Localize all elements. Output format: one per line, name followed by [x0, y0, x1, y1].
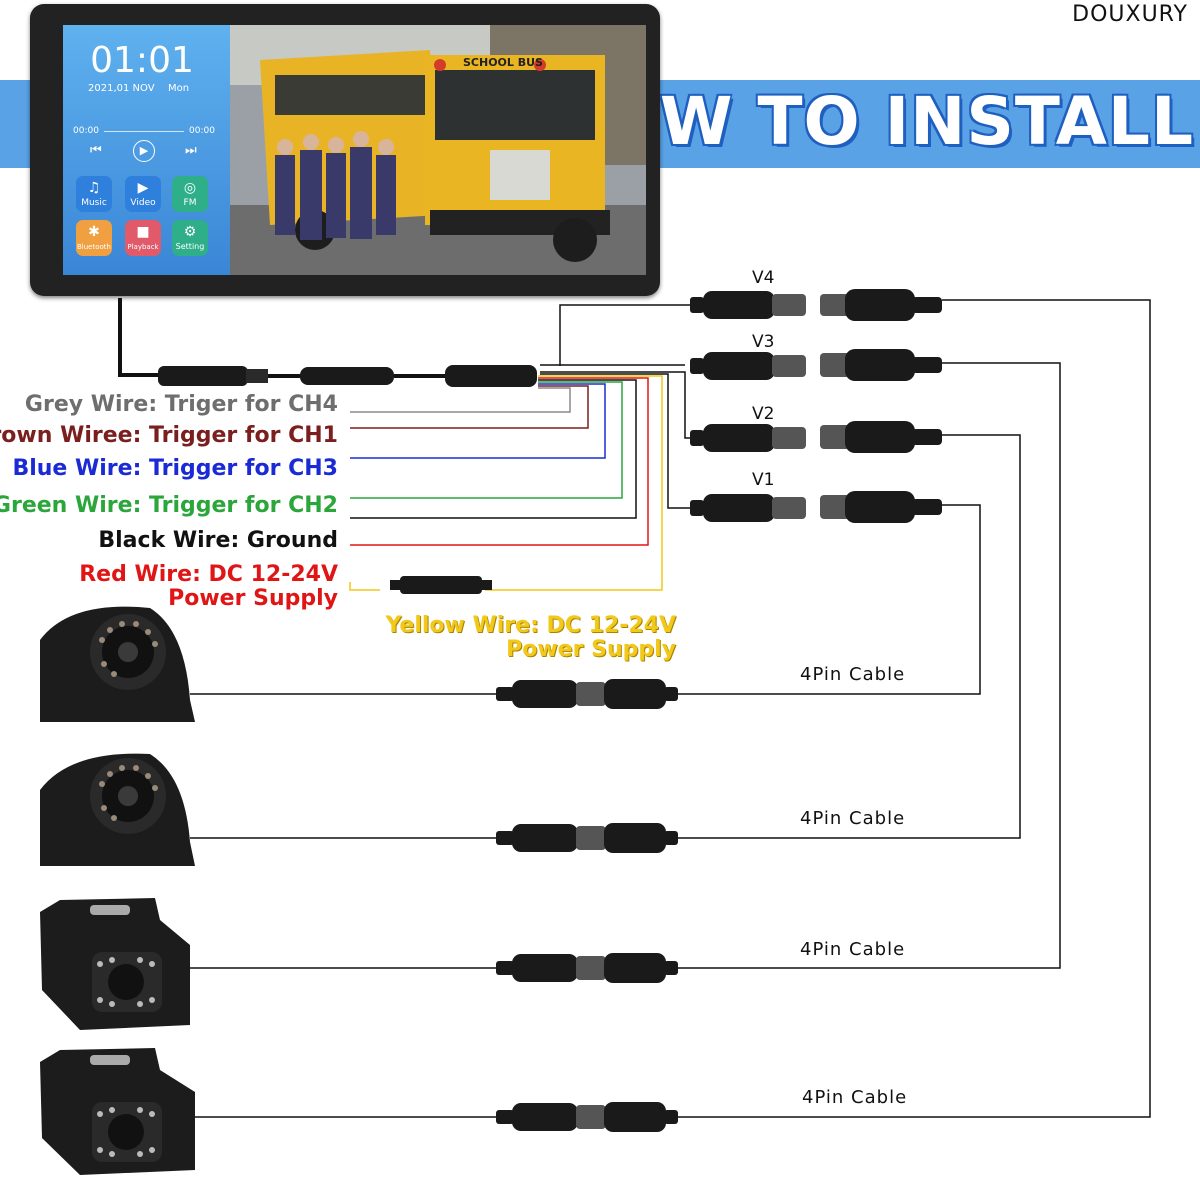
bus-sign: SCHOOL BUS [463, 56, 543, 69]
v2-line [540, 371, 690, 439]
channel-v3-label: V3 [752, 332, 775, 352]
blue-wire-label: Blue Wire: Trigger for CH3 [12, 456, 338, 481]
channel-v4-label: V4 [752, 268, 775, 288]
cable-label-3: 4Pin Cable [800, 939, 906, 960]
v1-line [540, 373, 690, 509]
play-icon[interactable]: ▶ [133, 140, 155, 162]
app-bluetooth[interactable]: ✱Bluetooth [76, 220, 112, 256]
app-music[interactable]: ♫Music [76, 176, 112, 212]
camera-icon: ■ [136, 224, 150, 240]
cable-connector [158, 366, 248, 386]
v1-return [678, 504, 981, 695]
yellow-wire [485, 375, 663, 591]
fuse-holder [400, 576, 482, 594]
side-camera-1 [40, 606, 195, 722]
media-time-end: 00:00 [189, 126, 215, 136]
app-fm[interactable]: ◎FM [172, 176, 208, 212]
app-playback[interactable]: ■Playback [125, 220, 161, 256]
monitor-cable [118, 298, 160, 377]
camera-preview [230, 25, 646, 275]
inline-plug [300, 367, 394, 385]
breakout-connector [445, 365, 537, 387]
rear-camera-2 [40, 1048, 195, 1175]
brand-logo: DOUXURY [1072, 2, 1188, 27]
channel-v2-label: V2 [752, 404, 775, 424]
app-setting[interactable]: ⚙Setting [172, 220, 208, 256]
black-wire-label: Black Wire: Ground [98, 528, 338, 553]
cable-label-2: 4Pin Cable [800, 808, 906, 829]
brown-wire [350, 385, 589, 429]
blue-wire [350, 383, 606, 459]
media-progress[interactable] [104, 131, 184, 132]
red-wire [350, 377, 649, 546]
yellow-wire-label: Yellow Wire: DC 12-24V Power Supply [385, 613, 676, 662]
radio-icon: ◎ [183, 180, 197, 196]
play-icon: ▶ [137, 180, 149, 196]
red-wire-label: Red Wire: DC 12-24V Power Supply [79, 562, 338, 611]
side-camera-2 [40, 753, 195, 866]
grey-wire-label: Grey Wire: Triger for CH4 [24, 392, 338, 417]
black-wire [350, 379, 637, 519]
v4-line [559, 304, 690, 366]
green-wire-label: Green Wire: Trigger for CH2 [0, 493, 338, 518]
clock-date: 2021,01 NOV [88, 83, 155, 94]
v2-return [678, 434, 1021, 839]
school-bus-image [230, 25, 646, 275]
channel-v1-label: V1 [752, 470, 775, 490]
green-wire [350, 381, 623, 499]
music-icon: ♫ [87, 180, 101, 196]
cable-label-1: 4Pin Cable [800, 664, 906, 685]
brown-wire-label: Brown Wiree: Trigger for CH1 [0, 423, 338, 448]
gear-icon: ⚙ [183, 224, 197, 240]
previous-icon[interactable]: ⏮ [90, 143, 102, 158]
cable-label-4: 4Pin Cable [802, 1087, 908, 1108]
v4-return [678, 299, 1151, 1118]
app-video[interactable]: ▶Video [125, 176, 161, 212]
bluetooth-icon: ✱ [88, 224, 100, 240]
next-icon[interactable]: ⏭ [185, 143, 197, 158]
clock-time: 01:01 [90, 40, 194, 81]
v3-return [678, 362, 1061, 969]
rear-camera-1 [40, 898, 190, 1030]
clock-weekday: Mon [168, 83, 190, 94]
grey-wire [350, 387, 571, 413]
media-time-start: 00:00 [73, 126, 99, 136]
